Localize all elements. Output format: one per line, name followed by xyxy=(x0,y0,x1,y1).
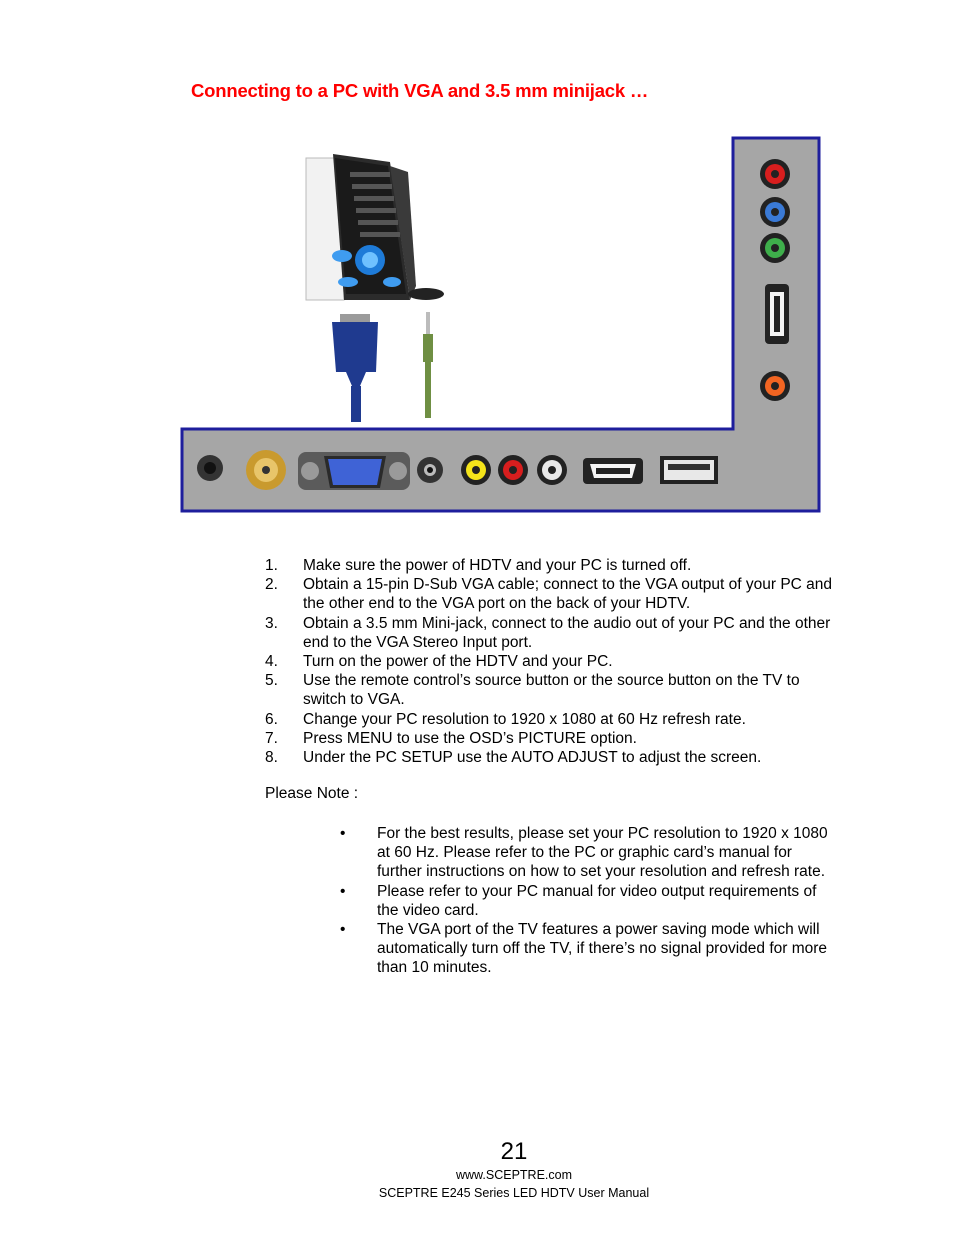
note-list: • For the best results, please set your P… xyxy=(340,824,840,978)
hdmi-port xyxy=(583,458,643,484)
step-item: 3. Obtain a 3.5 mm Mini-jack, connect to … xyxy=(265,614,845,652)
pc-audio-jack xyxy=(417,457,443,483)
bullet-icon: • xyxy=(340,921,346,939)
step-item: 8. Under the PC SETUP use the AUTO ADJUST… xyxy=(265,748,845,767)
step-item: 1. Make sure the power of HDTV and your P… xyxy=(265,556,845,575)
step-item: 7. Press MENU to use the OSD’s PICTURE op… xyxy=(265,729,845,748)
note-text: Please refer to your PC manual for video… xyxy=(377,882,817,919)
step-text: Under the PC SETUP use the AUTO ADJUST t… xyxy=(303,749,762,767)
spdif-jack-orange xyxy=(760,371,790,401)
bullet-icon: • xyxy=(340,882,346,900)
step-text: Obtain a 3.5 mm Mini-jack, connect to th… xyxy=(303,614,831,651)
step-text: Obtain a 15-pin D-Sub VGA cable; connect… xyxy=(303,576,833,613)
vga-cable-illustration xyxy=(332,314,378,422)
step-item: 6. Change your PC resolution to 1920 x 10… xyxy=(265,710,845,729)
note-text: For the best results, please set your PC… xyxy=(377,825,828,881)
step-text: Change your PC resolution to 1920 x 1080… xyxy=(303,710,746,728)
step-item: 2. Obtain a 15-pin D-Sub VGA cable; conne… xyxy=(265,575,845,613)
note-item: • Please refer to your PC manual for vide… xyxy=(340,882,840,920)
step-item: 4. Turn on the power of the HDTV and your… xyxy=(265,652,845,671)
page-number: 21 xyxy=(500,1138,528,1165)
rca-jack-green xyxy=(760,233,790,263)
rca-jack-white xyxy=(537,455,567,485)
audio-cable-illustration xyxy=(423,312,433,418)
step-number: 1. xyxy=(265,557,278,574)
step-number: 6. xyxy=(265,710,278,728)
step-text: Use the remote control’s source button o… xyxy=(303,672,800,709)
rca-jack-red-bottom xyxy=(498,455,528,485)
step-number: 5. xyxy=(265,672,278,690)
note-item: • For the best results, please set your P… xyxy=(340,824,840,882)
rca-jack-yellow xyxy=(461,455,491,485)
step-text: Make sure the power of HDTV and your PC … xyxy=(303,557,692,574)
instruction-steps: 1. Make sure the power of HDTV and your P… xyxy=(265,556,845,767)
coaxial-port xyxy=(246,450,286,490)
step-text: Turn on the power of the HDTV and your P… xyxy=(303,653,613,671)
headphone-jack xyxy=(197,455,223,481)
pc-tower-illustration xyxy=(305,154,444,301)
tv-back-panel xyxy=(180,136,821,513)
step-text: Press MENU to use the OSD’s PICTURE opti… xyxy=(303,729,637,747)
usb-port xyxy=(660,456,718,484)
connection-diagram xyxy=(180,136,821,513)
footer-manual-title: SCEPTRE E245 Series LED HDTV User Manual xyxy=(378,1186,650,1200)
step-number: 7. xyxy=(265,729,278,747)
note-label: Please Note : xyxy=(265,785,359,802)
step-number: 3. xyxy=(265,614,278,632)
step-item: 5. Use the remote control’s source button… xyxy=(265,671,845,709)
hdmi-port-vertical xyxy=(765,284,789,344)
step-number: 4. xyxy=(265,653,278,671)
step-number: 2. xyxy=(265,576,278,594)
note-item: • The VGA port of the TV features a power… xyxy=(340,920,840,978)
footer-url: www.SCEPTRE.com xyxy=(456,1168,572,1182)
section-title: Connecting to a PC with VGA and 3.5 mm m… xyxy=(191,80,649,101)
vga-port xyxy=(298,452,410,490)
step-number: 8. xyxy=(265,749,278,767)
rca-jack-blue xyxy=(760,197,790,227)
rca-jack-red xyxy=(760,159,790,189)
bullet-icon: • xyxy=(340,825,346,842)
note-text: The VGA port of the TV features a power … xyxy=(377,921,828,977)
